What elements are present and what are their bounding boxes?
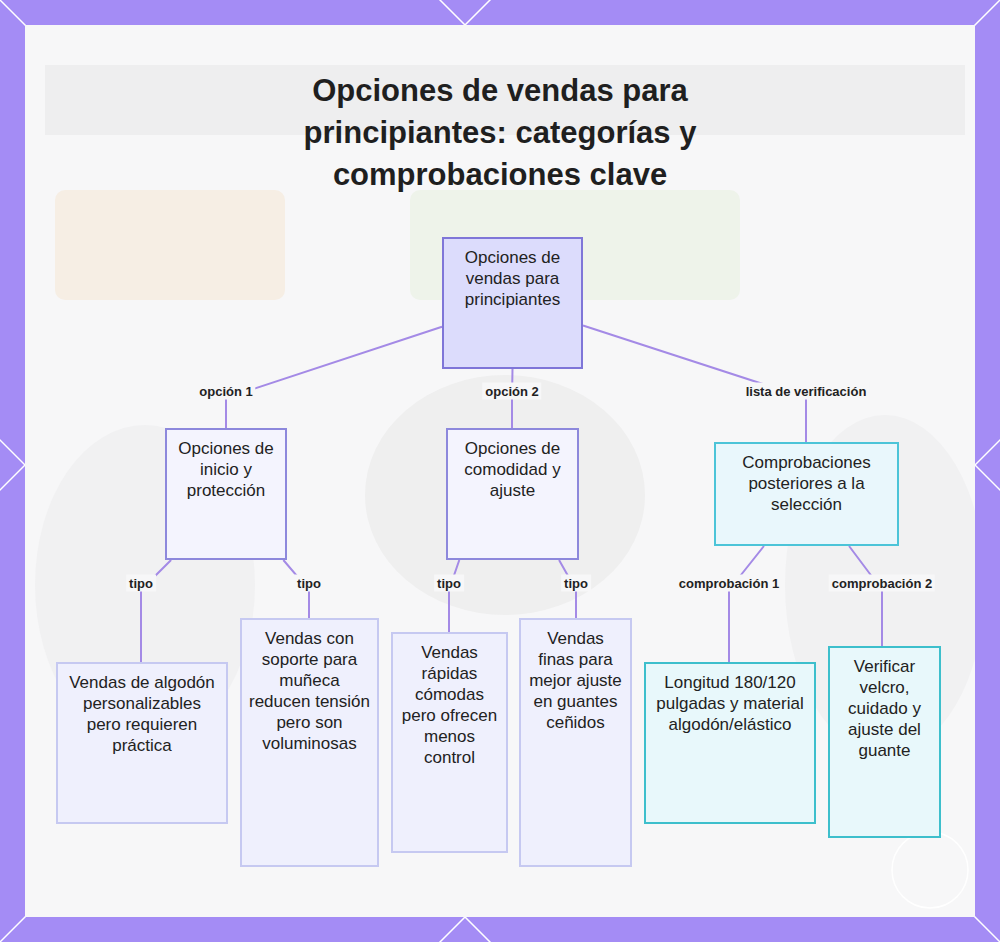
concept-box: Opciones de inicio y protección [165, 428, 287, 560]
box-text: Opciones de comodidad y ajuste [454, 438, 571, 501]
connector-line [729, 546, 764, 662]
box-text: Vendas de algodón personalizables pero r… [64, 672, 220, 756]
concept-box: Vendas con soporte para muñeca reducen t… [240, 618, 379, 867]
connector-line [849, 546, 882, 646]
concept-box: Vendas rápidas cómodas pero ofrecen meno… [391, 632, 508, 853]
box-text: Vendas con soporte para muñeca reducen t… [248, 628, 371, 754]
edge-label: comprobación 1 [676, 575, 782, 592]
concept-box: Verificar velcro, cuidado y ajuste del g… [828, 646, 941, 838]
concept-box: Longitud 180/120 pulgadas y material alg… [644, 662, 816, 824]
box-text: Longitud 180/120 pulgadas y material alg… [652, 672, 808, 735]
box-text: Opciones de inicio y protección [173, 438, 279, 501]
edge-label: tipo [434, 575, 464, 592]
concept-box: Opciones de vendas para principiantes [442, 237, 583, 369]
box-text: Vendas rápidas cómodas pero ofrecen meno… [399, 642, 500, 768]
edge-label: tipo [126, 575, 156, 592]
concept-box: Vendas finas para mejor ajuste en guante… [519, 618, 632, 867]
box-text: Vendas finas para mejor ajuste en guante… [527, 628, 624, 733]
concept-box: Vendas de algodón personalizables pero r… [56, 662, 228, 824]
connector-line [449, 560, 459, 632]
connector-line [226, 327, 442, 428]
concept-box: Opciones de comodidad y ajuste [446, 428, 579, 560]
edge-label: lista de verificación [743, 383, 870, 400]
box-text: Opciones de vendas para principiantes [450, 247, 575, 310]
edge-label: opción 2 [482, 383, 541, 400]
box-text: Verificar velcro, cuidado y ajuste del g… [836, 656, 933, 761]
diagram-title: Opciones de vendas para principiantes: c… [260, 70, 740, 196]
edge-label: tipo [561, 575, 591, 592]
edge-label: comprobación 2 [829, 575, 935, 592]
edge-label: opción 1 [196, 383, 255, 400]
box-text: Comprobaciones posteriores a la selecció… [722, 452, 891, 515]
concept-box: Comprobaciones posteriores a la selecció… [714, 442, 899, 546]
edge-label: tipo [294, 575, 324, 592]
